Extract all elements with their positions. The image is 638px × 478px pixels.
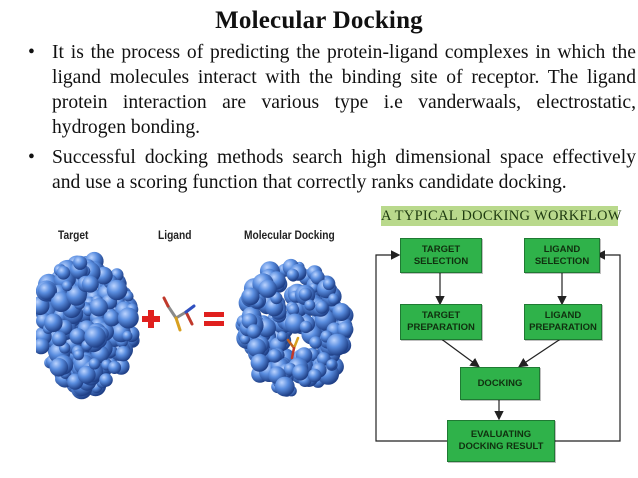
protein-atom bbox=[250, 353, 269, 372]
docking-label: DOCKING bbox=[477, 377, 523, 389]
protein-atom bbox=[287, 303, 300, 316]
protein-atom bbox=[258, 279, 277, 298]
protein-atom bbox=[81, 275, 99, 293]
evaluating-label: EVALUATING DOCKING RESULT bbox=[458, 429, 544, 452]
protein-atom bbox=[299, 320, 313, 334]
protein-atom bbox=[326, 333, 349, 356]
protein-atom bbox=[307, 368, 322, 383]
docking-graphic bbox=[36, 251, 354, 400]
bullet-marker: • bbox=[28, 42, 35, 63]
protein-atom bbox=[276, 331, 288, 342]
protein-atom bbox=[103, 310, 120, 327]
protein-atom bbox=[44, 313, 63, 333]
protein-atom bbox=[61, 280, 73, 292]
ligand-label: Ligand bbox=[158, 228, 192, 242]
protein-atom bbox=[315, 300, 329, 314]
page-title: Molecular Docking bbox=[215, 7, 423, 34]
ligand-molecule bbox=[162, 296, 196, 332]
protein-atom bbox=[77, 365, 96, 384]
target-preparation-label: TARGET PREPARATION bbox=[407, 310, 475, 333]
protein-atom bbox=[267, 348, 282, 363]
protein-atom bbox=[51, 331, 67, 347]
protein-atom bbox=[89, 298, 108, 317]
ligand-preparation-box: LIGAND PREPARATION bbox=[524, 304, 602, 340]
protein-atom bbox=[292, 364, 309, 381]
protein-atom bbox=[246, 324, 261, 339]
bullet-list: • It is the process of predicting the pr… bbox=[28, 40, 636, 200]
protein-atom bbox=[328, 293, 340, 305]
docking-illustration: Target Ligand Molecular Docking bbox=[36, 228, 354, 400]
protein-atom bbox=[117, 307, 139, 329]
protein-atom bbox=[332, 303, 351, 321]
protein-atom bbox=[309, 336, 322, 349]
complex-protein bbox=[235, 258, 354, 397]
workflow-title: A TYPICAL DOCKING WORKFLOW bbox=[381, 206, 622, 226]
target-selection-label: TARGET SELECTION bbox=[413, 243, 469, 267]
protein-atom bbox=[286, 268, 299, 281]
protein-atom bbox=[247, 338, 266, 358]
protein-atom bbox=[56, 266, 71, 280]
protein-atom bbox=[99, 373, 113, 387]
protein-atom bbox=[310, 270, 325, 285]
protein-atom bbox=[73, 349, 84, 361]
evaluating-box: EVALUATING DOCKING RESULT bbox=[447, 420, 555, 462]
docking-box: DOCKING bbox=[460, 367, 540, 400]
plus-sign bbox=[142, 310, 160, 328]
bullet-marker: • bbox=[28, 147, 35, 168]
ligand-selection-box: LIGAND SELECTION bbox=[524, 238, 600, 273]
protein-atom bbox=[73, 255, 88, 270]
target-label: Target bbox=[58, 228, 89, 242]
ligand-selection-label: LIGAND SELECTION bbox=[534, 243, 590, 267]
bullet-item: • It is the process of predicting the pr… bbox=[28, 40, 636, 140]
protein-atom bbox=[322, 278, 335, 291]
protein-atom bbox=[36, 338, 50, 355]
protein-atom bbox=[122, 330, 133, 342]
protein-atom bbox=[84, 326, 106, 348]
bullet-text: Successful docking methods search high d… bbox=[52, 147, 636, 193]
docked-ligand bbox=[286, 336, 300, 360]
protein-atom bbox=[108, 361, 122, 374]
target-selection-box: TARGET SELECTION bbox=[400, 238, 482, 273]
protein-atom bbox=[115, 346, 131, 362]
protein-atom bbox=[326, 359, 337, 370]
complex-label: Molecular Docking bbox=[244, 228, 335, 242]
protein-atom bbox=[69, 328, 86, 345]
protein-atom bbox=[49, 358, 69, 377]
ligand-preparation-label: LIGAND PREPARATION bbox=[529, 310, 597, 333]
target-protein bbox=[36, 251, 140, 400]
protein-atom bbox=[88, 358, 101, 370]
protein-atom bbox=[304, 299, 316, 311]
protein-atom bbox=[337, 321, 354, 338]
protein-atom bbox=[38, 282, 56, 300]
protein-atom bbox=[298, 287, 312, 301]
protein-atom bbox=[241, 287, 260, 306]
bullet-text: It is the process of predicting the prot… bbox=[52, 42, 636, 138]
bullet-item: • Successful docking methods search high… bbox=[28, 145, 636, 195]
target-preparation-box: TARGET PREPARATION bbox=[400, 304, 482, 340]
protein-atom bbox=[239, 334, 251, 345]
equals-sign bbox=[204, 312, 224, 326]
protein-atom bbox=[274, 376, 295, 397]
protein-atom bbox=[106, 279, 128, 301]
